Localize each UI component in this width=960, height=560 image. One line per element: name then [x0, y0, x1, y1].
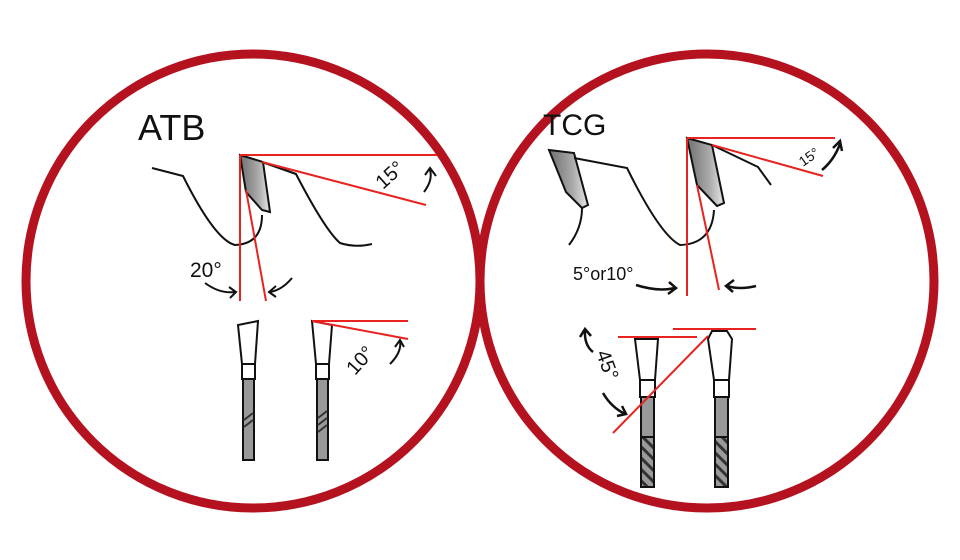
atb-side-tooth-1 — [236, 319, 260, 461]
atb-side-bevel-label: 10° — [342, 342, 379, 379]
tcg-saw-profile — [573, 157, 715, 247]
tcg-side-tooth-chamfered — [706, 330, 734, 488]
atb-panel: ATB 15° 20° 10° — [138, 107, 437, 461]
arrow-icon — [724, 279, 757, 293]
atb-hook-label: 20° — [190, 259, 222, 282]
atb-top-bevel-label: 15° — [372, 157, 409, 194]
atb-title: ATB — [138, 107, 205, 148]
atb-side-tooth-2 — [310, 319, 334, 461]
tcg-tooth-left — [547, 148, 590, 210]
atb-tooth — [238, 153, 272, 214]
arrow-icon — [204, 282, 238, 299]
tcg-hook-label: 5°or10° — [573, 264, 633, 284]
arrow-icon — [635, 281, 678, 295]
tcg-title: TCG — [543, 109, 606, 142]
tcg-tooth-right — [685, 136, 726, 208]
tcg-chamfer-label: 45° — [591, 347, 622, 383]
arrow-icon — [423, 166, 437, 193]
tcg-top-bevel-label: 15° — [796, 144, 823, 169]
arrow-icon — [578, 326, 594, 353]
tcg-ring — [475, 49, 939, 513]
arrow-icon — [601, 392, 628, 418]
arrow-icon — [267, 277, 293, 298]
arrow-icon — [821, 138, 844, 171]
atb-saw-profile — [151, 167, 263, 247]
arrow-icon — [389, 338, 405, 365]
tcg-panel: TCG 15° 5°or10° — [543, 109, 844, 488]
tcg-side-tooth-trapezoid — [633, 338, 660, 488]
